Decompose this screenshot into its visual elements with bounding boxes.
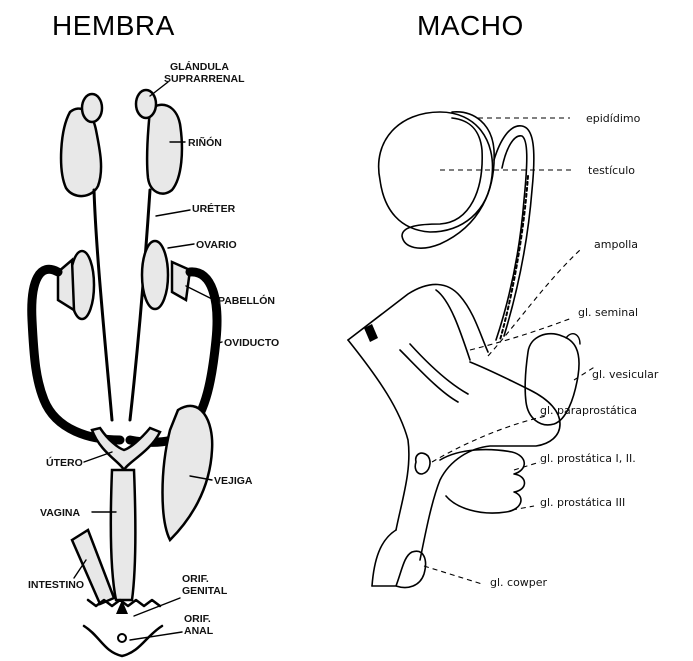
bladder <box>163 406 213 540</box>
label-glandula-line2: SUPRARRENAL <box>164 73 245 85</box>
right-kidney <box>147 105 182 194</box>
left-adrenal-gland <box>82 94 102 122</box>
cowper-gland <box>372 551 426 587</box>
label-epididimo: epidídimo <box>586 112 641 125</box>
left-infundibulum <box>58 260 74 310</box>
male-leader-lines <box>424 118 596 584</box>
male-illustration: epidídimo testículo ampolla gl. seminal … <box>348 112 659 589</box>
label-orif-genital-line1: ORIF. <box>182 573 209 585</box>
label-oviducto: OVIDUCTO <box>224 337 279 349</box>
label-vejiga: VEJIGA <box>214 475 253 487</box>
label-rinon: RIÑÓN <box>188 136 222 149</box>
label-orif-anal-line2: ANAL <box>184 625 214 637</box>
vagina <box>111 470 136 600</box>
label-pabellon: PABELLÓN <box>218 294 275 307</box>
uterus <box>92 428 160 470</box>
female-illustration: GLÁNDULA SUPRARRENAL RIÑÓN URÉTER OVARIO… <box>28 60 279 656</box>
label-vagina: VAGINA <box>40 507 80 519</box>
label-gl-cowper: gl. cowper <box>490 576 548 589</box>
right-ureter <box>130 190 150 420</box>
anal-orifice-marker <box>118 634 126 642</box>
label-gl-vesicular: gl. vesicular <box>592 368 659 381</box>
epididymis <box>402 112 494 248</box>
label-gl-seminal: gl. seminal <box>578 306 638 319</box>
label-gl-paraprostatica: gl. paraprostática <box>540 404 637 417</box>
left-ureter <box>94 190 112 420</box>
right-infundibulum <box>172 262 190 300</box>
label-ovario: OVARIO <box>196 239 237 251</box>
vas-deferens-outer <box>494 126 534 336</box>
prostate-gland <box>440 450 525 513</box>
urethra-base <box>372 530 396 586</box>
label-orif-genital-line2: GENITAL <box>182 585 228 597</box>
ampulla-line-a <box>400 350 458 402</box>
paraprostatic-gland <box>415 453 430 474</box>
label-orif-anal-line1: ORIF. <box>184 613 211 625</box>
label-ureter: URÉTER <box>192 202 236 215</box>
label-gl-prostatica-1-2: gl. prostática I, II. <box>540 452 636 465</box>
label-ampolla: ampolla <box>594 238 638 251</box>
seminal-fold <box>436 290 470 360</box>
intestine <box>72 530 114 604</box>
urethra-left-wall <box>348 340 409 530</box>
label-intestino: INTESTINO <box>28 579 84 591</box>
label-glandula-line1: GLÁNDULA <box>170 60 229 73</box>
label-gl-prostatica-3: gl. prostática III <box>540 496 625 509</box>
urethra-right-wall <box>420 362 560 560</box>
label-utero: ÚTERO <box>46 456 83 469</box>
label-testiculo: testículo <box>588 164 635 177</box>
urethra-upper <box>348 284 488 352</box>
right-ovary <box>142 241 168 309</box>
